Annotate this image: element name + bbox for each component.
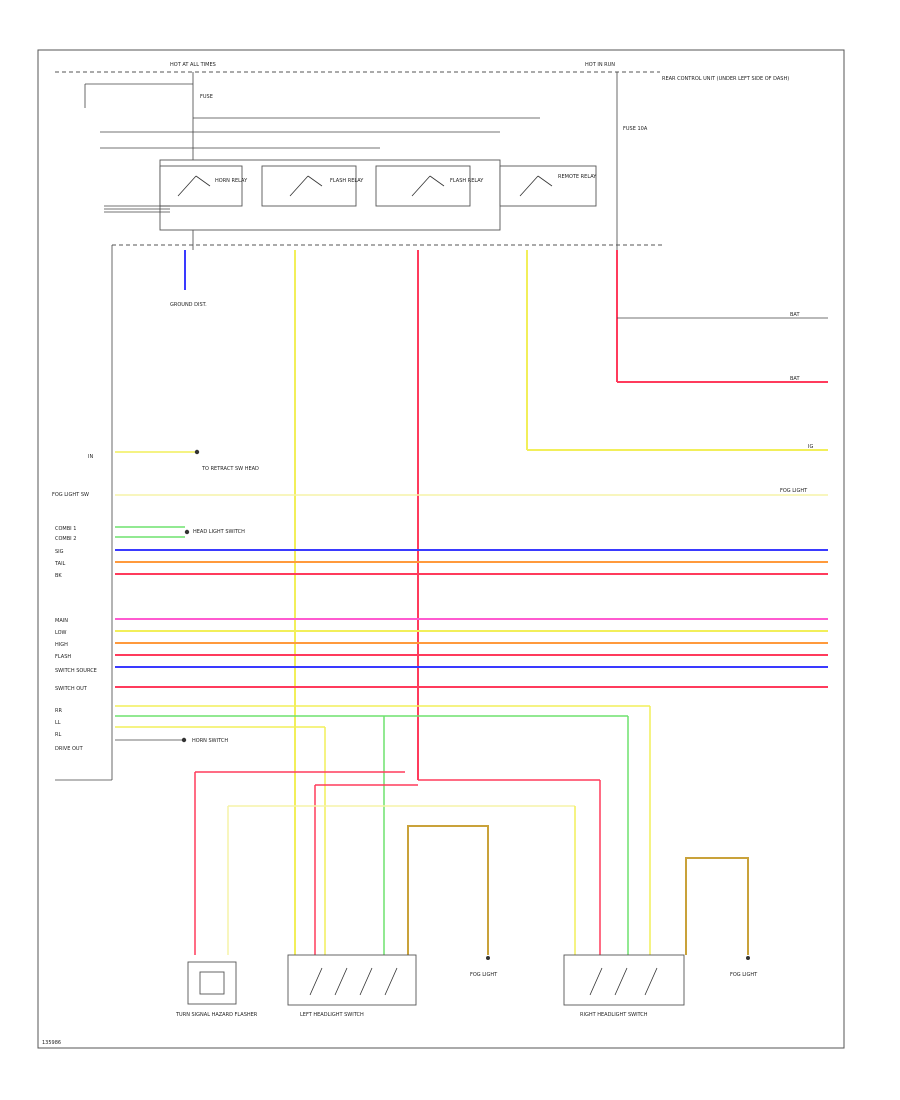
note-retract: TO RETRACT SW HEAD bbox=[201, 466, 259, 472]
left-signal-labels: IN FOG LIGHT SW COMBI 1 COMBI 2 SIG TAIL… bbox=[52, 454, 97, 752]
horn-connector bbox=[181, 737, 187, 743]
comp-3-label: FOG LIGHT bbox=[470, 972, 498, 978]
relay-3: FLASH RELAY bbox=[375, 165, 484, 207]
sig-label-14: RR bbox=[55, 708, 62, 714]
sig-label-16: RL bbox=[55, 732, 61, 738]
ground-label: GROUND DIST. bbox=[170, 302, 207, 308]
relay-2: FLASH RELAY bbox=[261, 165, 364, 207]
figure-id: 135986 bbox=[42, 1040, 61, 1046]
in-connector bbox=[194, 449, 200, 455]
right-fuse-label: FUSE 10A bbox=[623, 126, 648, 132]
sig-label-2: FOG LIGHT SW bbox=[52, 492, 89, 498]
right-edge-r2: BAT bbox=[790, 376, 800, 382]
left-headlight-switch: LEFT HEADLIGHT SWITCH bbox=[287, 954, 417, 1018]
comp-4-label: RIGHT HEADLIGHT SWITCH bbox=[580, 1012, 648, 1018]
sig-label-15: LL bbox=[55, 720, 61, 726]
note-headlight-sw: HEAD LIGHT SWITCH bbox=[193, 529, 245, 535]
fuse-block-left-label: HOT AT ALL TIMES bbox=[170, 62, 216, 68]
comp-2-label: LEFT HEADLIGHT SWITCH bbox=[300, 1012, 364, 1018]
relay-hatch bbox=[104, 205, 170, 213]
sig-label-12: SWITCH SOURCE bbox=[55, 668, 97, 674]
comp-5-label: FOG LIGHT bbox=[730, 972, 758, 978]
right-headlight-switch: RIGHT HEADLIGHT SWITCH bbox=[563, 954, 685, 1018]
sig-label-17: DRIVE OUT bbox=[55, 746, 84, 752]
right-edge-r1: BAT bbox=[790, 312, 800, 318]
sig-label-8: MAIN bbox=[55, 618, 68, 624]
relay-1-label: HORN RELAY bbox=[215, 178, 248, 184]
relay-4: REMOTE RELAY bbox=[499, 165, 597, 207]
right-edge-r4: FOG LIGHT bbox=[780, 488, 808, 494]
sig-label-11: FLASH bbox=[55, 654, 71, 660]
relay-4-label: REMOTE RELAY bbox=[558, 174, 597, 180]
fog-light-left: FOG LIGHT bbox=[470, 956, 498, 978]
note-horn-sw: HORN SWITCH bbox=[192, 738, 228, 744]
sig-label-1: IN bbox=[88, 454, 93, 460]
fuse-block-right-label: HOT IN RUN bbox=[585, 62, 615, 68]
sig-label-13: SWITCH OUT bbox=[55, 686, 88, 692]
sig-label-7: BK bbox=[55, 573, 62, 579]
wire-tan-right bbox=[685, 857, 749, 955]
sig-label-5: SIG bbox=[55, 549, 64, 555]
comp-1-label: TURN SIGNAL HAZARD FLASHER bbox=[175, 1012, 258, 1018]
fog-light-right: FOG LIGHT bbox=[730, 956, 758, 978]
turn-signal-flasher: TURN SIGNAL HAZARD FLASHER bbox=[175, 961, 258, 1018]
sig-label-4: COMBI 2 bbox=[55, 536, 76, 542]
right-note-label: REAR CONTROL UNIT (UNDER LEFT SIDE OF DA… bbox=[662, 76, 789, 82]
sig-label-9: LOW bbox=[55, 630, 67, 636]
diagram-frame bbox=[37, 49, 845, 1049]
relay-1: HORN RELAY bbox=[159, 165, 248, 207]
sig-label-6: TAIL bbox=[54, 561, 66, 567]
left-fuse-label: FUSE bbox=[200, 94, 213, 100]
combi-connector bbox=[184, 529, 190, 535]
relay-2-label: FLASH RELAY bbox=[330, 178, 364, 184]
wire-tan-left bbox=[407, 825, 489, 955]
relay-3-label: FLASH RELAY bbox=[450, 178, 484, 184]
sig-label-10: HIGH bbox=[55, 642, 68, 648]
sig-label-3: COMBI 1 bbox=[55, 526, 76, 532]
right-edge-r3: IG bbox=[808, 444, 813, 450]
